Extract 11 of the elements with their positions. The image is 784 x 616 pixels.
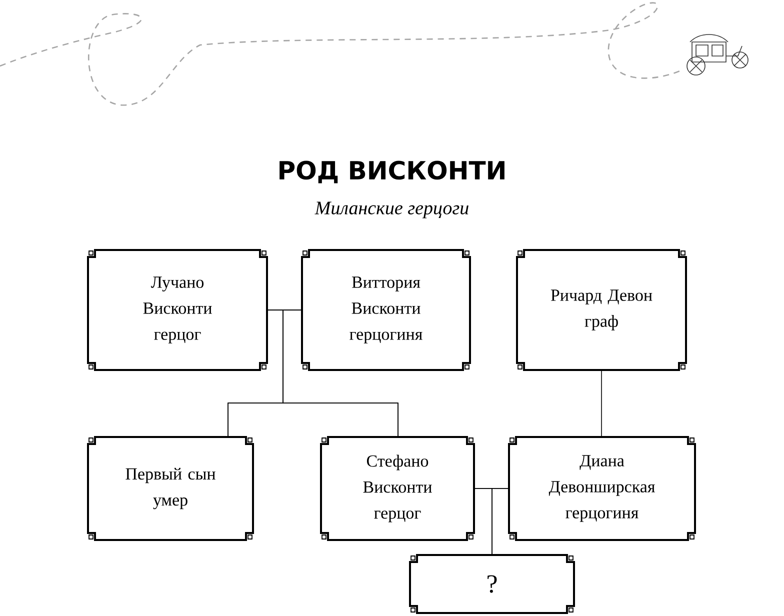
person-box: Лучано Висконти герцог (87, 249, 268, 371)
person-box: Виттория Висконти герцогиня (301, 249, 471, 371)
connector-line (601, 370, 602, 438)
person-box: Диана Девонширская герцогиня (508, 436, 696, 541)
person-box: Ричард Девон граф (516, 249, 687, 371)
title: РОД ВИСКОНТИ (280, 160, 504, 184)
person-box: Первый сын умер (87, 436, 254, 541)
connector-line (492, 488, 510, 556)
person-box: ? (409, 554, 575, 614)
person-box: Стефано Висконти герцог (320, 436, 475, 541)
subtitle: Миланские герцоги (314, 202, 468, 218)
